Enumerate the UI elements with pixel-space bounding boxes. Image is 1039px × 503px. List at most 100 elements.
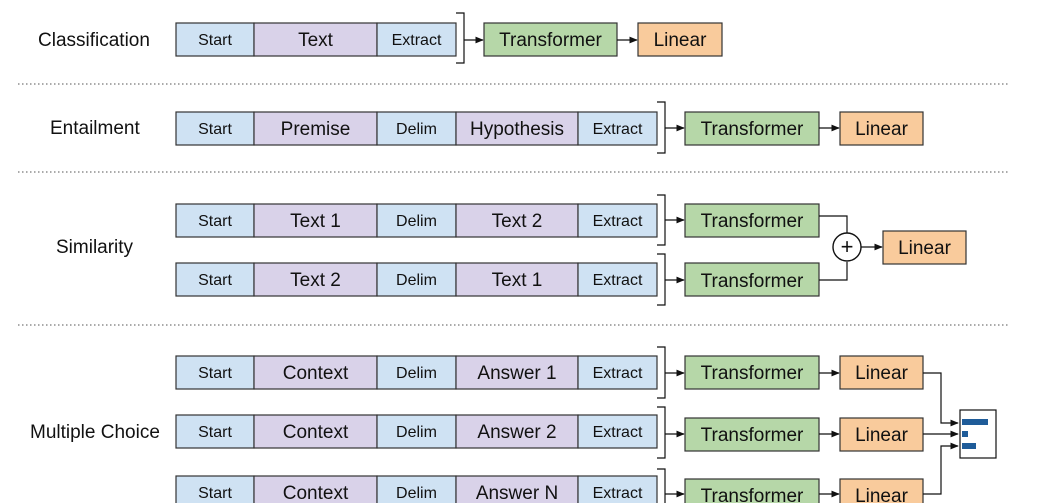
linear-label: Linear [898,238,951,259]
token-sequence: Start Context Delim Answer N Extract [175,475,658,503]
token-context [253,475,378,503]
token-sequence: Start Context Delim Answer 1 Extract [175,355,658,390]
token-delim [376,262,457,297]
token-label: Text [298,30,334,51]
token-start [175,203,255,238]
connector-line [923,442,959,495]
task-label: Similarity [56,237,134,258]
token-label: Premise [281,119,351,140]
token-label: Start [198,32,232,49]
token-sequence: Start Text 2 Delim Text 1 Extract [175,262,658,297]
bracket [657,406,666,459]
token-label: Context [283,422,349,443]
bracket [456,12,465,64]
transformer-block [684,262,820,297]
bracket [657,101,666,154]
transformer-block [684,355,820,390]
softmax-bar [962,419,988,425]
token-label: Extract [593,121,643,138]
softmax-bar [962,443,976,449]
connector-line [819,262,848,281]
token-label: Text 1 [492,270,543,291]
token-label: Delim [396,272,437,289]
token-context [253,355,378,390]
bracket [657,468,666,503]
token-extract [577,262,658,297]
token-label: Extract [392,32,442,49]
linear-label: Linear [855,425,908,446]
transformer-label: Transformer [701,271,804,292]
task-label: Classification [38,30,150,51]
token-start [175,414,255,449]
token-sequence: Start Text 1 Delim Text 2 Extract [175,203,658,238]
token-extract [577,355,658,390]
token-delim [376,414,457,449]
token-label: Text 2 [290,270,341,291]
softmax-icon [959,409,997,459]
token-label: Delim [396,213,437,230]
token-extract [376,22,457,57]
task-label: Entailment [50,118,140,139]
token-text-2 [455,203,579,238]
token-label: Start [198,121,232,138]
task-classification: Classification Start Text Extract Transf… [38,12,723,64]
linear-label: Linear [855,119,908,140]
token-label: Context [283,483,349,503]
bracket [657,253,666,306]
transformer-label: Transformer [499,30,602,51]
token-text-2 [253,262,378,297]
token-label: Start [198,272,232,289]
token-answer-n [455,475,579,503]
token-answer-1 [455,355,579,390]
token-label: Extract [593,213,643,230]
token-label: Extract [593,365,643,382]
transformer-block [684,203,820,238]
token-label: Text 2 [492,211,543,232]
bracket [657,346,666,399]
linear-block [839,478,924,503]
transformer-label: Transformer [701,119,804,140]
token-extract [577,111,658,146]
token-start [175,262,255,297]
token-text [253,22,378,57]
token-label: Answer 2 [477,422,556,443]
token-sequence: Start Premise Delim Hypothesis Extract [175,111,658,146]
token-label: Start [198,424,232,441]
transformer-block [684,478,820,503]
token-premise [253,111,378,146]
linear-label: Linear [855,363,908,384]
token-label: Context [283,363,349,384]
linear-block [839,111,924,146]
token-context [253,414,378,449]
linear-label: Linear [855,486,908,503]
transformer-label: Transformer [701,211,804,232]
linear-block [882,230,967,265]
token-start [175,22,255,57]
token-start [175,355,255,390]
linear-block [637,22,723,57]
linear-label: Linear [654,30,707,51]
token-label: Answer N [476,483,558,503]
transformer-block [684,417,820,452]
add-operator-label: + [841,234,854,259]
task-similarity: Similarity Start Text 1 Delim Text 2 Ext… [56,194,967,306]
transformer-label: Transformer [701,486,804,503]
token-start [175,111,255,146]
token-extract [577,203,658,238]
transformer-label: Transformer [701,425,804,446]
token-delim [376,203,457,238]
bracket [657,194,666,246]
token-extract [577,475,658,503]
task-multiple-choice: Multiple Choice Start Context Delim Answ… [30,346,997,503]
linear-block [839,355,924,390]
token-sequence: Start Text Extract [175,22,457,57]
token-sequence: Start Context Delim Answer 2 Extract [175,414,658,449]
token-text-1 [253,203,378,238]
token-label: Start [198,213,232,230]
connector-line [819,215,848,233]
softmax-bar [962,431,968,437]
token-label: Delim [396,485,437,502]
token-label: Start [198,485,232,502]
token-label: Text 1 [290,211,341,232]
